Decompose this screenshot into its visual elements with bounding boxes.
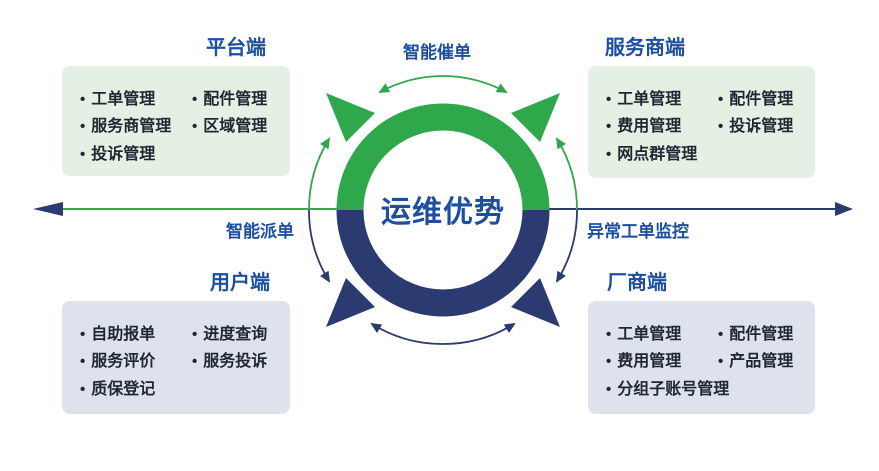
flow-label-smart-reminder: 智能催单 [403,43,471,62]
arc-right-down-arrow [555,209,578,283]
arc-right-up-arrow [555,137,578,211]
triangle-nw-icon [326,93,375,142]
panel-platform: 工单管理 配件管理 服务商管理 区域管理 投诉管理 [62,66,290,176]
panel-manufacturer: 工单管理 配件管理 费用管理 产品管理 分组子账号管理 [588,301,815,414]
flow-label-smart-dispatch: 智能派单 [226,222,294,241]
panel-item: 工单管理 [80,85,192,109]
panel-title-user: 用户端 [210,272,270,294]
panel-item: 产品管理 [718,347,805,371]
triangle-sw-icon [326,278,375,327]
panel-item: 服务评价 [80,347,192,371]
panel-item: 分组子账号管理 [606,375,729,399]
panel-item: 自助报单 [80,320,192,344]
panel-item: 服务投诉 [192,347,280,371]
arc-top-right-arrow [442,75,508,93]
triangle-se-icon [511,278,560,327]
flow-label-abnormal-monitor: 异常工单监控 [587,222,689,241]
panel-item: 质保登记 [80,375,192,399]
panel-item: 配件管理 [192,85,280,109]
axis-arrow-left-icon [33,202,63,216]
panel-item: 费用管理 [606,112,718,136]
center-title: 运维优势 [381,196,505,229]
panel-item: 进度查询 [192,320,280,344]
panel-item: 工单管理 [606,85,718,109]
panel-title-platform: 平台端 [206,37,266,59]
arc-top-left-arrow [378,75,444,93]
panel-title-service-provider: 服务商端 [605,37,685,59]
panel-item: 网点群管理 [606,140,718,164]
ring-bottom-navy [336,209,550,317]
panel-item: 投诉管理 [718,112,805,136]
panel-user: 自助报单 进度查询 服务评价 服务投诉 质保登记 [62,301,290,414]
axis-arrow-right-icon [835,202,853,216]
panel-item: 服务商管理 [80,112,192,136]
arc-left-down-arrow [308,209,331,283]
triangle-ne-icon [511,93,560,142]
panel-service-provider: 工单管理 配件管理 费用管理 投诉管理 网点群管理 [588,66,815,178]
panel-item: 工单管理 [606,320,718,344]
arc-bottom-right-arrow [442,322,516,345]
ring-top-green [336,103,550,211]
ring-inner-disc [363,130,523,290]
panel-item: 配件管理 [718,85,805,109]
panel-item: 配件管理 [718,320,805,344]
panel-item: 投诉管理 [80,140,192,164]
panel-item: 费用管理 [606,347,718,371]
panel-item: 区域管理 [192,112,280,136]
arc-bottom-left-arrow [370,322,444,345]
panel-title-manufacturer: 厂商端 [607,272,667,294]
arc-left-up-arrow [308,137,331,211]
